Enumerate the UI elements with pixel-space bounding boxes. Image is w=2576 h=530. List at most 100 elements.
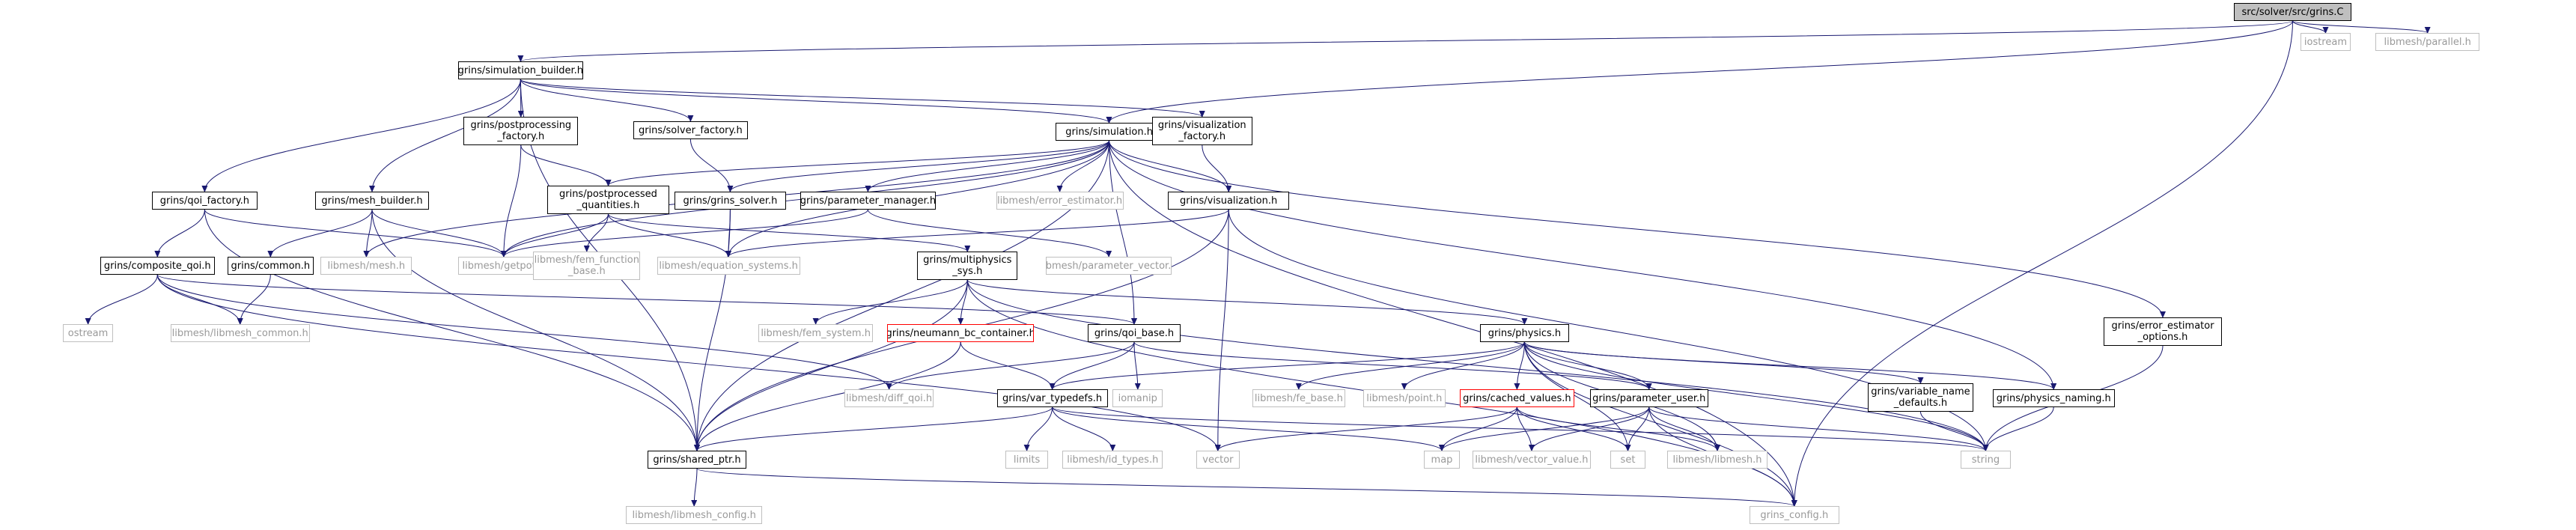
edge-parameter_user-to-map (1439, 406, 1650, 451)
edge-simulation-to-param_manager (865, 140, 1109, 192)
edge-sim_builder-to-mesh_builder (369, 79, 521, 192)
node-qoi-factory[interactable]: grins/qoi_factory.h (151, 192, 258, 210)
edge-cached_values-to-set (1516, 406, 1631, 451)
node-fe-base: libmesh/fe_base.h (1252, 389, 1345, 407)
edge-simulation-to-qoi_base (1109, 140, 1137, 325)
node-param-manager[interactable]: grins/parameter_manager.h (800, 192, 937, 210)
node-set: set (1610, 451, 1646, 469)
edge-parameter_user-to-libmesh_h (1648, 406, 1720, 451)
node-simulation[interactable]: grins/simulation.h (1055, 123, 1163, 141)
edge-cached_values-to-vector (1214, 406, 1517, 451)
edge-var_typedefs-to-limits (1023, 406, 1053, 451)
edge-simulation-to-grins_solver (727, 140, 1109, 192)
edge-simulation-to-error_estimator (1056, 140, 1109, 192)
node-mesh-builder[interactable]: grins/mesh_builder.h (314, 192, 430, 210)
edge-sim_builder-to-vis_factory (520, 79, 1205, 118)
edge-physics-to-var_typedefs (1049, 341, 1525, 390)
edge-mesh_builder-to-shared_ptr (371, 209, 700, 451)
edge-post_quant-to-equation_systems (608, 213, 731, 258)
node-error-estimator: libmesh/error_estimator.h (996, 192, 1124, 210)
node-iostream: iostream (2301, 33, 2351, 51)
edge-qoi_factory-to-getpot (204, 209, 507, 258)
edge-shared_ptr-to-libmesh_config (691, 468, 698, 507)
node-mesh: libmesh/mesh.h (320, 257, 412, 275)
node-string: string (1961, 451, 2011, 469)
edge-param_manager-to-parameter_vector (867, 209, 1112, 258)
node-physics[interactable]: grins/physics.h (1479, 324, 1570, 342)
edge-parameter_user-to-vector_value (1529, 406, 1650, 451)
node-composite-qoi[interactable]: grins/composite_qoi.h (100, 257, 215, 275)
node-iomanip: iomanip (1112, 389, 1163, 407)
node-libmesh-common: libmesh/libmesh_common.h (170, 324, 310, 342)
edge-grins_C-to-simulation (1106, 20, 2293, 124)
edge-multiphysics-to-string (966, 279, 1989, 451)
edge-physics_naming-to-string (1982, 406, 2054, 451)
node-libmesh-config: libmesh/libmesh_config.h (626, 506, 762, 524)
edge-grins_C-to-iostream (2292, 20, 2329, 34)
edge-mesh_builder-to-getpot (371, 209, 507, 258)
edge-simulation-to-err_est_options (1109, 140, 2166, 318)
node-multiphysics[interactable]: grins/multiphysics _sys.h (917, 252, 1018, 280)
edge-qoi_base-to-parameter_user (1133, 341, 1652, 390)
edge-multiphysics-to-physics (966, 279, 1528, 325)
node-grins-C: src/solver/src/grins.C (2234, 3, 2351, 21)
edge-simulation-to-visualization (1109, 140, 1232, 192)
node-vector: vector (1196, 451, 1240, 469)
edge-composite_qoi-to-qoi_base (156, 274, 1137, 325)
node-diff-qoi: libmesh/diff_qoi.h (844, 389, 934, 407)
edge-qoi_base-to-var_typedefs (1049, 341, 1135, 390)
edge-shared_ptr-to-grins_config (696, 468, 1797, 507)
edge-var_typedefs-to-shared_ptr (694, 406, 1053, 451)
edge-simulation-to-physics_naming (1109, 140, 2057, 390)
edge-qoi_base-to-diff_qoi (886, 341, 1135, 390)
node-fem-system: libmesh/fem_system.h (758, 324, 874, 342)
edge-mesh_builder-to-common (267, 209, 373, 258)
node-shared-ptr[interactable]: grins/shared_ptr.h (648, 451, 746, 469)
node-physics-naming[interactable]: grins/physics_naming.h (1993, 389, 2115, 407)
edge-simulation-to-grins_config (1109, 140, 1797, 507)
node-neumann[interactable]: grins/neumann_bc_container.h (887, 324, 1035, 342)
edge-mesh_builder-to-mesh (363, 209, 373, 258)
node-parallel: libmesh/parallel.h (2375, 33, 2479, 51)
node-common[interactable]: grins/common.h (228, 257, 314, 275)
edge-sim_builder-to-simulation (520, 79, 1112, 124)
edge-qoi_factory-to-composite_qoi (154, 209, 205, 258)
node-id-types: libmesh/id_types.h (1062, 451, 1163, 469)
edge-composite_qoi-to-diff_qoi (156, 274, 892, 390)
edge-grins_C-to-sim_builder (518, 20, 2293, 62)
edge-physics-to-point (1401, 341, 1525, 390)
edge-visualization-to-vector (1214, 209, 1229, 451)
node-qoi-base[interactable]: grins/qoi_base.h (1087, 324, 1181, 342)
node-post-quant[interactable]: grins/postprocessed _quantities.h (547, 186, 669, 214)
edge-var_typedefs-to-map (1052, 406, 1445, 451)
node-vector-value: libmesh/vector_value.h (1473, 451, 1591, 469)
node-var-typedefs[interactable]: grins/var_typedefs.h (996, 389, 1108, 407)
node-libmesh-h: libmesh/libmesh.h (1667, 451, 1767, 469)
node-visualization[interactable]: grins/visualization.h (1167, 192, 1290, 210)
edge-physics-to-grins_config (1523, 341, 1797, 507)
node-sim-builder[interactable]: grins/simulation_builder.h (457, 61, 583, 79)
node-fem-function: libmesh/fem_function _base.h (533, 252, 641, 280)
node-variable-name[interactable]: grins/variable_name _defaults.h (1867, 383, 1974, 412)
edge-grins_C-to-grins_config (1791, 20, 2293, 507)
node-vis-factory[interactable]: grins/visualization _factory.h (1151, 117, 1252, 145)
edge-neumann-to-var_typedefs (960, 341, 1056, 390)
edge-sim_builder-to-solver_factory (520, 79, 694, 122)
edge-physics-to-physics_naming (1523, 341, 2056, 390)
node-solver-factory[interactable]: grins/solver_factory.h (633, 121, 748, 139)
edge-physics-to-string (1523, 341, 1989, 451)
edge-post_factory-to-post_quant (520, 144, 612, 186)
node-err-est-options[interactable]: grins/error_estimator _options.h (2104, 317, 2222, 346)
node-cached-values[interactable]: grins/cached_values.h (1459, 389, 1574, 407)
node-parameter-user[interactable]: grins/parameter_user.h (1589, 389, 1708, 407)
edge-parameter_user-to-set (1625, 406, 1650, 451)
edge-physics-to-parameter_user (1523, 341, 1652, 390)
edge-physics-to-fe_base (1295, 341, 1525, 390)
edge-grins_solver-to-shared_ptr (694, 209, 731, 451)
node-point: libmesh/point.h (1362, 389, 1446, 407)
node-grins-solver[interactable]: grins/grins_solver.h (675, 192, 786, 210)
edge-post_quant-to-getpot (500, 213, 609, 258)
node-post-factory[interactable]: grins/postprocessing _factory.h (463, 117, 579, 145)
edge-neumann-to-shared_ptr (694, 341, 961, 451)
